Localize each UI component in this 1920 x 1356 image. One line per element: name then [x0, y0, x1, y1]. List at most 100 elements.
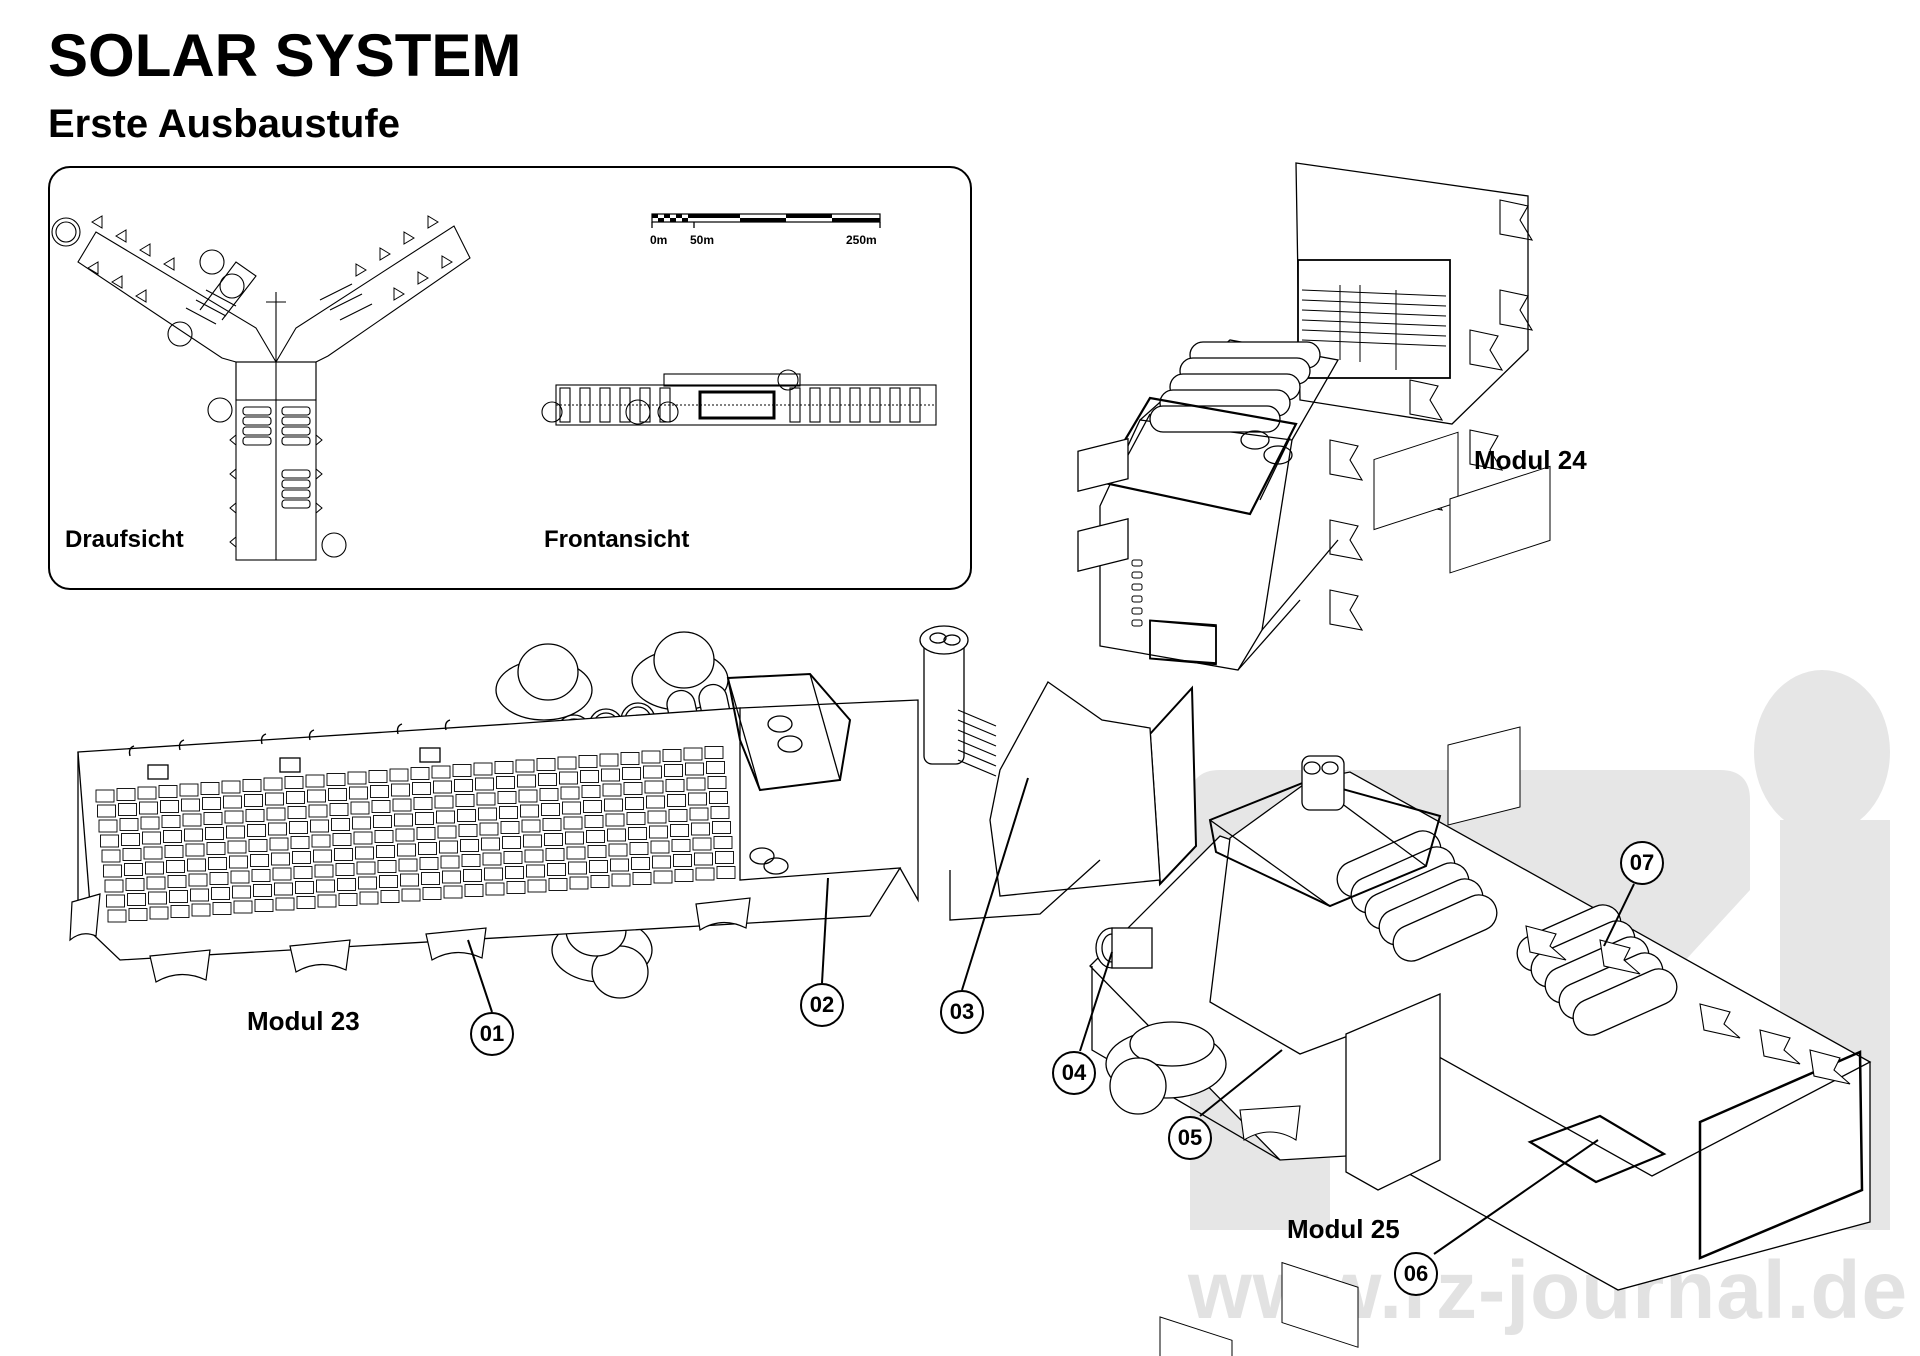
deck-cell: [356, 861, 376, 875]
deck-cell: [284, 776, 304, 789]
deck-cell: [464, 884, 484, 897]
deck-cell: [694, 852, 713, 866]
deck-cell: [589, 860, 608, 873]
deck-cell: [559, 771, 578, 785]
deck-cell: [713, 836, 733, 849]
deck-cell: [100, 834, 119, 848]
deck-cell: [119, 818, 139, 831]
deck-cell: [695, 867, 715, 881]
deck-cell: [667, 794, 686, 807]
deck-cell: [416, 827, 436, 840]
deck-cell: [380, 890, 400, 903]
deck-cell: [437, 825, 457, 839]
deck-cell: [461, 854, 481, 867]
deck-cell: [226, 825, 245, 839]
deck-cell: [622, 767, 641, 780]
deck-cell: [397, 843, 416, 857]
deck-cell: [359, 891, 379, 905]
deck-cell: [289, 821, 308, 834]
deck-cell: [545, 848, 565, 861]
deck-cell: [205, 827, 224, 840]
deck-cell: [580, 770, 599, 783]
deck-cell: [599, 753, 619, 767]
deck-cell: [499, 806, 518, 819]
deck-cell: [182, 813, 202, 827]
deck-cell: [506, 881, 526, 894]
deck-cell: [623, 782, 643, 795]
callout-03: 03: [940, 990, 984, 1034]
deck-cell: [544, 833, 563, 846]
deck-cell: [308, 804, 328, 818]
deck-cell: [538, 773, 557, 786]
deck-cell: [221, 780, 241, 794]
deck-cell: [250, 854, 269, 867]
scale-bar: [651, 213, 881, 228]
deck-cell: [392, 798, 412, 812]
deck-cell: [314, 864, 334, 878]
deck-cell: [475, 777, 494, 791]
deck-cell: [122, 848, 142, 861]
deck-cell: [494, 761, 514, 774]
callout-07: 07: [1620, 841, 1664, 885]
deck-cell: [251, 869, 271, 882]
deck-cell: [116, 788, 136, 801]
deck-cell: [620, 752, 640, 765]
deck-cell: [709, 791, 728, 804]
deck-cell: [629, 842, 649, 855]
deck-cell: [419, 857, 439, 870]
deck-cell: [142, 831, 161, 845]
deck-cell: [106, 894, 125, 908]
deck-cell: [431, 765, 451, 779]
deck-cell: [413, 797, 433, 810]
deck-cell: [520, 804, 539, 818]
deck-cell: [481, 837, 500, 851]
deck-cell: [479, 822, 499, 836]
deck-cell: [121, 833, 140, 846]
deck-cell: [169, 890, 188, 903]
deck-cell: [229, 855, 248, 869]
deck-cell: [101, 849, 121, 863]
deck-cell: [611, 873, 631, 887]
deck-cell: [568, 861, 587, 875]
modul-24-drawing: [1098, 162, 1534, 671]
deck-cell: [211, 887, 230, 900]
deck-cell: [127, 893, 146, 906]
deck-cell: [161, 815, 181, 828]
deck-cell: [602, 783, 622, 797]
deck-cell: [337, 878, 356, 891]
deck-cell: [518, 789, 538, 803]
deck-cell: [691, 822, 710, 836]
deck-cell: [200, 782, 220, 795]
deck-cell: [578, 755, 598, 768]
deck-cell: [353, 831, 373, 845]
deck-cell: [484, 867, 503, 881]
deck-cell: [368, 770, 388, 783]
deck-cell: [536, 758, 556, 771]
callout-06: 06: [1394, 1252, 1438, 1296]
deck-cell: [625, 797, 644, 810]
deck-cell: [647, 810, 667, 824]
deck-cell: [158, 785, 178, 798]
deck-cell: [107, 909, 127, 923]
page-subtitle: Erste Ausbaustufe: [48, 102, 400, 146]
deck-cell: [665, 779, 685, 792]
deck-cell: [563, 816, 583, 830]
deck-cell: [148, 891, 167, 905]
deck-cell: [223, 795, 242, 809]
deck-cell: [584, 815, 604, 828]
deck-cell: [463, 869, 482, 882]
deck-cell: [254, 899, 274, 912]
deck-cell: [653, 870, 673, 884]
deck-cell: [527, 879, 547, 893]
deck-cell: [503, 851, 523, 864]
deck-cell: [275, 897, 295, 911]
deck-cell: [287, 806, 307, 819]
modul-25-label: Modul 25: [1287, 1214, 1400, 1244]
deck-cell: [269, 837, 289, 851]
deck-cell: [125, 878, 145, 891]
deck-cell: [706, 761, 725, 774]
deck-cell: [418, 842, 437, 855]
deck-cell: [170, 905, 190, 918]
deck-cell: [179, 783, 199, 797]
deck-cell: [710, 806, 730, 819]
